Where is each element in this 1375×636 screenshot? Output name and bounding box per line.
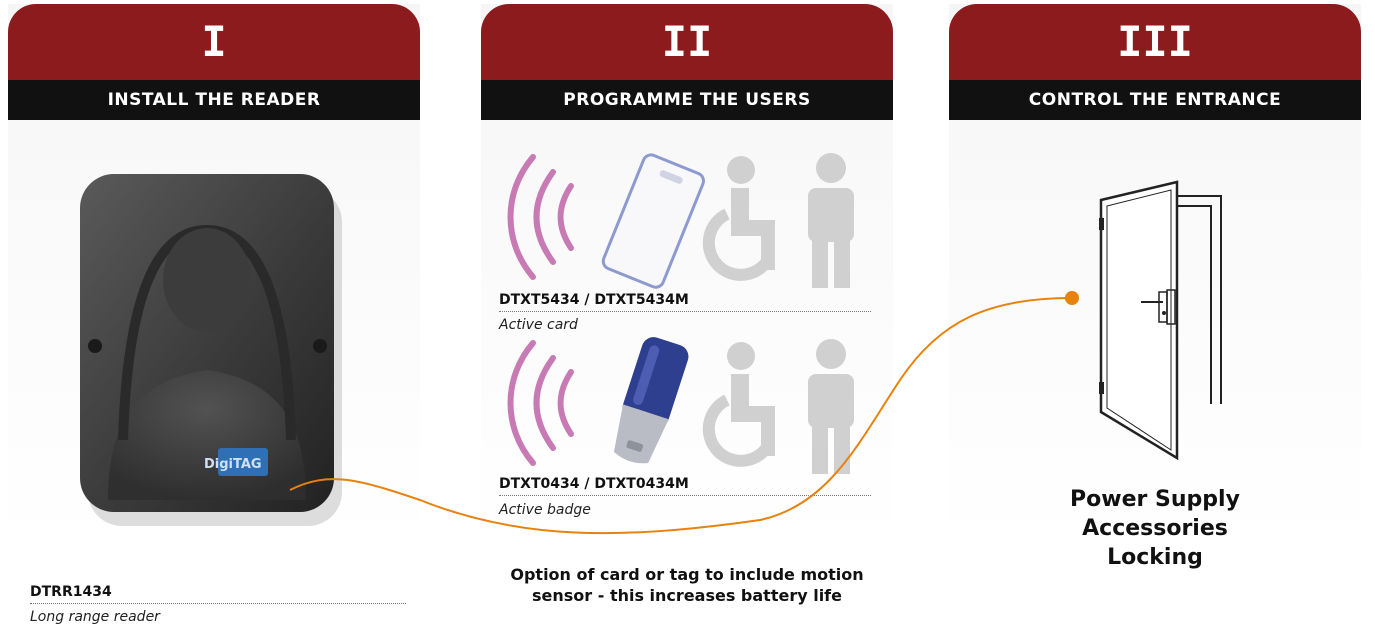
motion-sensor-note: Option of card or tag to include motion … — [510, 565, 864, 605]
product-description: Active badge — [499, 502, 591, 518]
step-title: CONTROL THE ENTRANCE — [949, 80, 1361, 120]
product-code: DTRR1434 — [30, 584, 406, 604]
product-code: DTXT0434 / DTXT0434M — [499, 476, 871, 496]
door-icon — [1099, 180, 1222, 461]
active-card-image — [601, 153, 705, 289]
step-panel-control: III CONTROL THE ENTRANCE Power Supply Ac… — [949, 4, 1361, 636]
connector-endpoint-dot — [1065, 291, 1079, 305]
step-numeral: III — [949, 4, 1361, 80]
feature-locking: Locking — [1107, 545, 1203, 570]
step-title: INSTALL THE READER — [8, 80, 420, 120]
wheelchair-icon — [702, 342, 775, 467]
feature-list: Power Supply Accessories Locking — [949, 485, 1361, 572]
person-icon — [808, 153, 854, 288]
step-numeral: II — [481, 4, 893, 80]
rfid-reader-image: DigiTAG — [80, 174, 342, 526]
radio-wave-icon — [507, 154, 574, 280]
wheelchair-icon — [702, 156, 775, 281]
radio-wave-icon — [507, 340, 574, 466]
feature-power-supply: Power Supply — [1070, 487, 1240, 512]
step-title: PROGRAMME THE USERS — [481, 80, 893, 120]
product-description: Long range reader — [30, 609, 160, 625]
step-numeral: I — [8, 4, 420, 80]
reader-logo: DigiTAG — [204, 457, 262, 472]
product-description: Active card — [499, 317, 578, 333]
product-code: DTXT5434 / DTXT5434M — [499, 292, 871, 312]
step-panel-install: I INSTALL THE READER DigiTAG DTRR1434 Lo… — [8, 4, 420, 636]
feature-accessories: Accessories — [1082, 516, 1228, 541]
active-badge-image — [613, 337, 689, 464]
